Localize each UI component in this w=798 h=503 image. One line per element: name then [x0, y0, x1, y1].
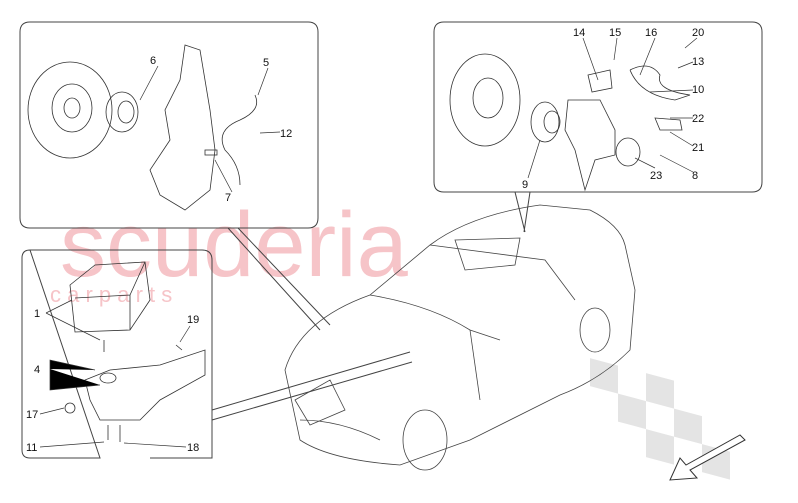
rear-brake-disc [449, 53, 521, 147]
front-brake-frame [19, 21, 319, 229]
rear-tone-ring [615, 137, 641, 167]
watermark: scuderia c a r p a r t s [50, 194, 730, 480]
callout-21: 21 [692, 142, 704, 154]
callout-18: 18 [187, 442, 199, 454]
rear-knuckle [564, 99, 616, 192]
callout-5: 5 [263, 57, 269, 69]
front-wheel-sensor-cable [221, 94, 258, 186]
abs-parts [64, 261, 206, 442]
front-brake-parts [27, 44, 258, 211]
front-hub [105, 91, 139, 133]
rear-brake-frame [433, 21, 763, 193]
watermark-sub: c a r p a r t s [50, 282, 172, 307]
callouts-front: 6 5 12 7 [150, 55, 292, 204]
watermark-brand: scuderia [60, 194, 409, 296]
callout-12: 12 [280, 128, 292, 140]
rear-brake-parts [449, 53, 691, 192]
rear-bracket [654, 117, 683, 131]
sunroof [454, 237, 521, 271]
callout-20: 20 [692, 27, 704, 39]
leader-rear [514, 191, 531, 233]
abs-bracket [84, 349, 206, 421]
abs-frame [21, 249, 213, 459]
callout-17: 17 [26, 409, 38, 421]
callout-9: 9 [522, 179, 528, 191]
callout-19: 19 [187, 314, 199, 326]
leader-abs [211, 351, 413, 421]
callout-11: 11 [26, 442, 37, 454]
rear-sensor-cable [629, 65, 691, 101]
callout-10: 10 [692, 84, 704, 96]
callout-1: 1 [34, 308, 40, 320]
front-brake-disc [27, 61, 113, 159]
callout-14: 14 [573, 27, 585, 39]
front-knuckle [149, 44, 216, 211]
leader-front [227, 227, 331, 331]
callout-16: 16 [645, 27, 657, 39]
callout-15: 15 [609, 27, 621, 39]
callout-8: 8 [692, 170, 698, 182]
callout-22: 22 [692, 113, 704, 125]
abs-module [69, 261, 151, 333]
callout-7: 7 [225, 192, 231, 204]
vehicle-outline [284, 204, 636, 471]
callouts-abs: 1 19 4 17 11 18 [26, 308, 199, 454]
callout-13: 13 [692, 56, 704, 68]
arrow-down-right-icon [669, 434, 746, 481]
callout-4: 4 [34, 364, 40, 376]
rear-cover-plate [587, 69, 613, 93]
callout-23: 23 [650, 170, 662, 182]
rear-hub [530, 101, 560, 143]
grille [294, 379, 346, 426]
callout-6: 6 [150, 55, 156, 67]
callouts-rear: 14 15 16 20 13 10 22 21 8 23 9 [522, 27, 704, 191]
checkered-flag [590, 358, 730, 480]
